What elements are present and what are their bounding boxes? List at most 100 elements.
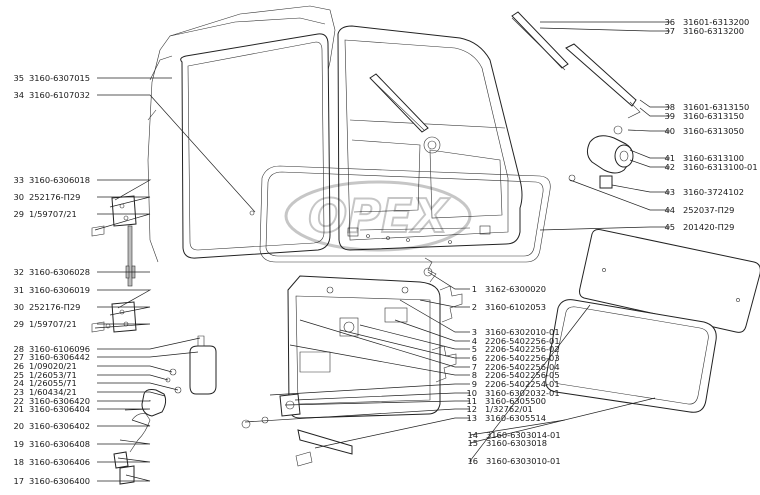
callout-number: 41 [664, 153, 675, 163]
part-number: 3160-6107032 [29, 90, 90, 100]
part-number: 3160-6306408 [29, 439, 90, 449]
callout-number: 17 [13, 476, 24, 486]
callout-number: 21 [13, 404, 24, 414]
watermark-logo: OPEX [284, 180, 472, 252]
inner-wiper-arm [369, 73, 429, 133]
part-number: 3162-6300020 [485, 284, 546, 294]
leader-line [294, 392, 470, 401]
callout-number: 1 [472, 284, 477, 294]
leader-line [299, 319, 470, 368]
callout-3: 3 3160-6302010-01 [399, 299, 560, 337]
leader-line [539, 226, 670, 231]
part-number: 3160-6306420 [29, 396, 90, 406]
callout-number: 34 [13, 90, 24, 100]
part-number: 252176-П29 [29, 192, 80, 202]
callout-number: 10 [466, 388, 477, 398]
part-number: 3160-6302010-01 [485, 327, 560, 337]
watermark-text: OPEX [308, 189, 450, 243]
callout-number: 19 [13, 439, 24, 449]
leader-line [629, 159, 670, 168]
leader-line [427, 271, 470, 290]
hinge-upper [91, 195, 137, 287]
part-number: 3160-6313100-01 [683, 162, 758, 172]
leader-line [97, 196, 151, 208]
part-number: 3160-6106096 [29, 344, 90, 354]
callout-number: 20 [13, 421, 24, 431]
callout-number: 33 [13, 175, 24, 185]
part-number: 3160-6306019 [29, 285, 90, 295]
callout-number: 22 [13, 396, 24, 406]
callout-19: 19 3160-6306408 [13, 439, 151, 449]
callout-number: 15 [467, 438, 478, 448]
callout-number: 26 [13, 361, 24, 371]
callout-22: 22 3160-6306420 [13, 396, 151, 406]
leader-line [94, 323, 151, 329]
rear-glass [579, 229, 760, 333]
callout-number: 27 [13, 352, 24, 362]
callout-number: 29 [13, 209, 24, 219]
callout-number: 3 [472, 327, 477, 337]
part-number: 252037-П29 [683, 205, 734, 215]
leader-line [97, 474, 151, 482]
part-number: 3160-6313100 [683, 153, 744, 163]
leader-line [359, 324, 470, 350]
part-number: 2206-5402256-01 [485, 336, 560, 346]
callout-number: 32 [13, 267, 24, 277]
callout-number: 28 [13, 344, 24, 354]
callout-number: 18 [13, 457, 24, 467]
leader-line [97, 419, 151, 427]
part-number: 31601-6313200 [683, 17, 749, 27]
part-number: 3160-6313050 [683, 126, 744, 136]
part-number: 2206-5402256-05 [485, 370, 560, 380]
part-number: 3160-6305514 [485, 413, 546, 423]
callout-number: 4 [472, 336, 477, 346]
callout-number: 42 [664, 162, 675, 172]
leader-line [539, 27, 670, 32]
leader-line [394, 319, 470, 342]
leader-line [97, 306, 151, 316]
leader-line [97, 400, 151, 402]
part-number: 3160-6306400 [29, 476, 90, 486]
part-number: 3160-6313200 [683, 26, 744, 36]
callout-number: 43 [664, 187, 675, 197]
callout-number: 24 [13, 378, 24, 388]
callout-17: 17 3160-6306400 [13, 474, 151, 486]
leader-line [469, 397, 656, 444]
leader-line [629, 149, 670, 159]
callout-number: 6 [472, 353, 477, 363]
callout-number: 35 [13, 73, 24, 83]
leader-line [569, 179, 670, 211]
leader-line [97, 439, 151, 445]
leader-line [611, 184, 670, 193]
leader-line [97, 374, 169, 381]
part-number: 3160-6303014-01 [486, 430, 561, 440]
leader-line [97, 337, 201, 350]
callout-1: 1 3162-6300020 [427, 271, 546, 294]
part-number: 1/60434/21 [29, 387, 77, 397]
part-number: 3160-6305500 [485, 396, 546, 406]
callout-number: 2 [472, 302, 477, 312]
